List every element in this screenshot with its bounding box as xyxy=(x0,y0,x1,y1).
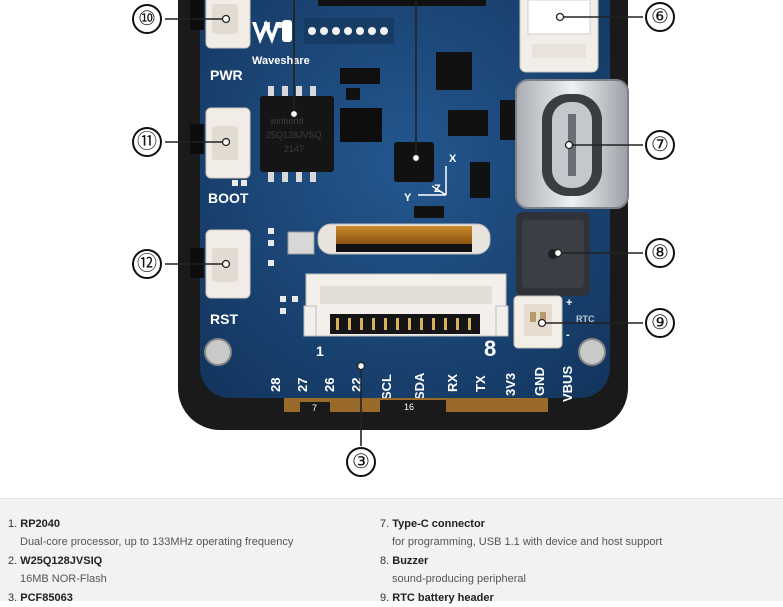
callout-12-label: ⑫ xyxy=(137,252,157,275)
callout-endpoints xyxy=(221,12,574,371)
legend-column-right: 7. Type-C connector for programming, USB… xyxy=(380,515,740,607)
legend-number: 9. xyxy=(380,592,390,604)
callout-12: ⑫ xyxy=(132,249,162,279)
legend-title: PCF85063 xyxy=(20,592,73,604)
pin-label: 26 xyxy=(322,378,337,392)
imu-axis xyxy=(418,166,447,196)
pin-label: SCL xyxy=(379,374,394,400)
callout-6: ⑥ xyxy=(645,2,675,32)
mounting-hole xyxy=(578,338,606,366)
legend-desc: for programming, USB 1.1 with device and… xyxy=(392,536,663,548)
pwr-label: PWR xyxy=(210,67,243,83)
flash-marking-2: 25Q128JVSQ xyxy=(266,130,322,140)
legend-title: RTC battery header xyxy=(392,592,494,604)
imu-chip xyxy=(394,142,434,182)
legend-title: Type-C connector xyxy=(392,518,485,530)
callout-9: ⑨ xyxy=(645,308,675,338)
rst-label: RST xyxy=(210,311,238,327)
pin-label: 28 xyxy=(268,378,283,392)
flash-chip: winbond 25Q128JVSQ 2147 xyxy=(260,86,334,182)
callout-3: ③ xyxy=(346,447,376,477)
cable-mark: 7 xyxy=(312,403,317,413)
brand-label: Waveshare xyxy=(252,55,310,67)
component-legend: 1. RP2040 Dual-core processor, up to 133… xyxy=(0,498,783,604)
legend-item-rtc: 3. PCF85063 xyxy=(8,589,368,607)
buzzer xyxy=(516,212,590,296)
callout-11: ⑪ xyxy=(132,127,162,157)
legend-number: 8. xyxy=(380,555,390,567)
callout-8-label: ⑧ xyxy=(651,242,669,264)
pin-label: SDA xyxy=(412,372,427,400)
rtc-plus-label: + xyxy=(566,297,572,309)
axis-x-label: X xyxy=(449,153,457,165)
legend-title: Buzzer xyxy=(392,555,429,567)
mounting-hole xyxy=(204,338,232,366)
pwr-button xyxy=(190,0,251,49)
fpc-pin1-label: 1 xyxy=(316,343,324,359)
callout-7: ⑦ xyxy=(645,130,675,160)
callout-10: ⑩ xyxy=(132,4,162,34)
rtc-label: RTC xyxy=(576,314,595,324)
rtc-minus-label: - xyxy=(566,329,570,341)
fpc-connector-lower xyxy=(303,273,509,337)
legend-title: W25Q128JVSIQ xyxy=(20,555,103,567)
axis-z-label: Z xyxy=(434,183,441,195)
top-connector xyxy=(318,0,486,6)
legend-number: 1. xyxy=(8,518,18,530)
legend-item-buzzer: 8. Buzzer sound-producing peripheral xyxy=(380,552,740,589)
callout-11-label: ⑪ xyxy=(137,130,157,153)
pin-label: RX xyxy=(445,374,460,392)
small-ic xyxy=(414,206,444,218)
callout-3-label: ③ xyxy=(352,451,370,473)
legend-title: RP2040 xyxy=(20,518,61,530)
board-diagram: Waveshare PWR BOOT RST winbond 25Q128JVS… xyxy=(132,0,675,477)
small-ic xyxy=(346,88,360,100)
pin-label: VBUS xyxy=(560,366,575,402)
fpc-connector-upper xyxy=(317,223,491,255)
legend-item-rp2040: 1. RP2040 Dual-core processor, up to 133… xyxy=(8,515,368,552)
callout-6-label: ⑥ xyxy=(651,6,669,28)
fpc-pin8-label: 8 xyxy=(484,336,496,361)
waveshare-logo: Waveshare xyxy=(252,20,310,67)
small-ic xyxy=(340,68,380,84)
legend-column-left: 1. RP2040 Dual-core processor, up to 133… xyxy=(8,515,368,607)
pin-label: GND xyxy=(532,367,547,396)
small-ic xyxy=(470,162,490,198)
flash-marking-1: winbond xyxy=(269,116,304,126)
crystal xyxy=(287,231,315,255)
legend-desc: 16MB NOR-Flash xyxy=(20,573,107,585)
callout-10-label: ⑩ xyxy=(138,8,156,30)
callout-9-label: ⑨ xyxy=(651,312,669,334)
pin-labels: 28 27 26 22 SCL SDA RX TX 3V3 GND VBUS xyxy=(268,366,575,402)
callout-lines xyxy=(165,0,643,446)
small-ic xyxy=(500,100,516,140)
cable-mark: 16 xyxy=(404,402,414,412)
axis-y-label: Y xyxy=(404,192,412,204)
top-right-connector xyxy=(519,0,599,73)
small-ic xyxy=(436,52,472,90)
legend-number: 2. xyxy=(8,555,18,567)
legend-item-rtc-battery: 9. RTC battery header xyxy=(380,589,740,607)
legend-item-typec: 7. Type-C connector for programming, USB… xyxy=(380,515,740,552)
legend-desc: sound-producing peripheral xyxy=(392,573,526,585)
rtc-chip xyxy=(340,108,382,142)
legend-item-flash: 2. W25Q128JVSIQ 16MB NOR-Flash xyxy=(8,552,368,589)
pin-label: 3V3 xyxy=(503,373,518,396)
callout-7-label: ⑦ xyxy=(651,134,669,156)
pin-header-top xyxy=(304,18,394,44)
flash-marking-3: 2147 xyxy=(284,144,304,154)
legend-desc: Dual-core processor, up to 133MHz operat… xyxy=(20,536,294,548)
pin-label: TX xyxy=(473,375,488,392)
pin-label: 27 xyxy=(295,378,310,392)
boot-label: BOOT xyxy=(208,190,249,206)
legend-number: 3. xyxy=(8,592,18,604)
callout-8: ⑧ xyxy=(645,238,675,268)
small-ic xyxy=(448,110,488,136)
legend-number: 7. xyxy=(380,518,390,530)
bottom-cable: 7 16 xyxy=(284,398,548,413)
